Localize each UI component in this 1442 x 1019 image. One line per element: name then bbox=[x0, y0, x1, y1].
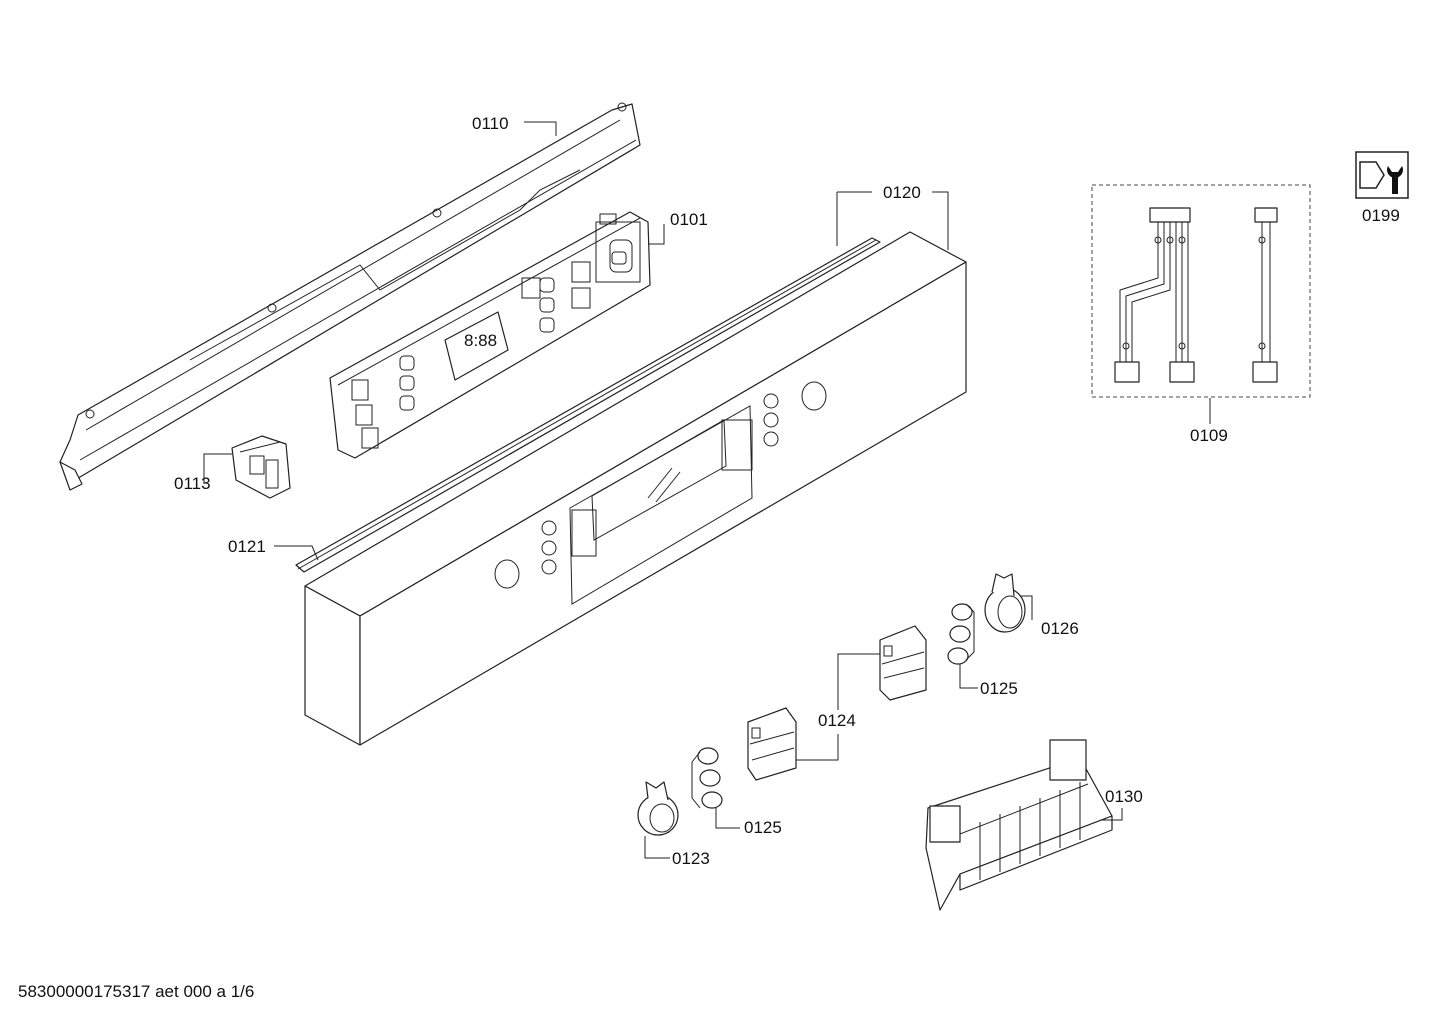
label-0110: 0110 bbox=[472, 114, 509, 133]
label-0121: 0121 bbox=[228, 537, 266, 556]
label-0123: 0123 bbox=[672, 849, 710, 868]
part-0123-knob bbox=[637, 781, 679, 836]
label-0101: 0101 bbox=[670, 210, 708, 229]
part-0125-buttons-lower bbox=[691, 747, 723, 809]
part-0121-seal-strip bbox=[295, 237, 881, 573]
part-0101-control-board bbox=[329, 211, 651, 459]
part-0125-buttons-upper bbox=[947, 603, 975, 665]
label-0109: 0109 bbox=[1190, 426, 1228, 445]
part-0120-fascia-panel bbox=[304, 231, 967, 746]
part-0113-bracket bbox=[231, 435, 291, 499]
document-id-footer: 58300000175317 aet 000 a 1/6 bbox=[18, 982, 255, 1001]
part-0126-knob bbox=[984, 573, 1026, 633]
label-0199: 0199 bbox=[1362, 206, 1400, 225]
part-0109-wiring-harness bbox=[1091, 184, 1311, 398]
part-0124-button-block-upper bbox=[879, 625, 927, 701]
part-0130-carrier bbox=[925, 739, 1113, 911]
wrench-icon bbox=[1355, 151, 1409, 199]
display-glyph: 8:88 bbox=[464, 331, 497, 350]
label-0124: 0124 bbox=[818, 711, 856, 730]
label-0120: 0120 bbox=[883, 183, 921, 202]
leader-lines bbox=[203, 121, 1211, 859]
part-0124-button-block-lower bbox=[747, 707, 797, 781]
label-0125-upper: 0125 bbox=[980, 679, 1018, 698]
label-0130: 0130 bbox=[1105, 787, 1143, 806]
label-0126: 0126 bbox=[1041, 619, 1079, 638]
label-0113: 0113 bbox=[174, 474, 211, 493]
label-0125-lower: 0125 bbox=[744, 818, 782, 837]
part-0110-rail bbox=[59, 102, 641, 491]
